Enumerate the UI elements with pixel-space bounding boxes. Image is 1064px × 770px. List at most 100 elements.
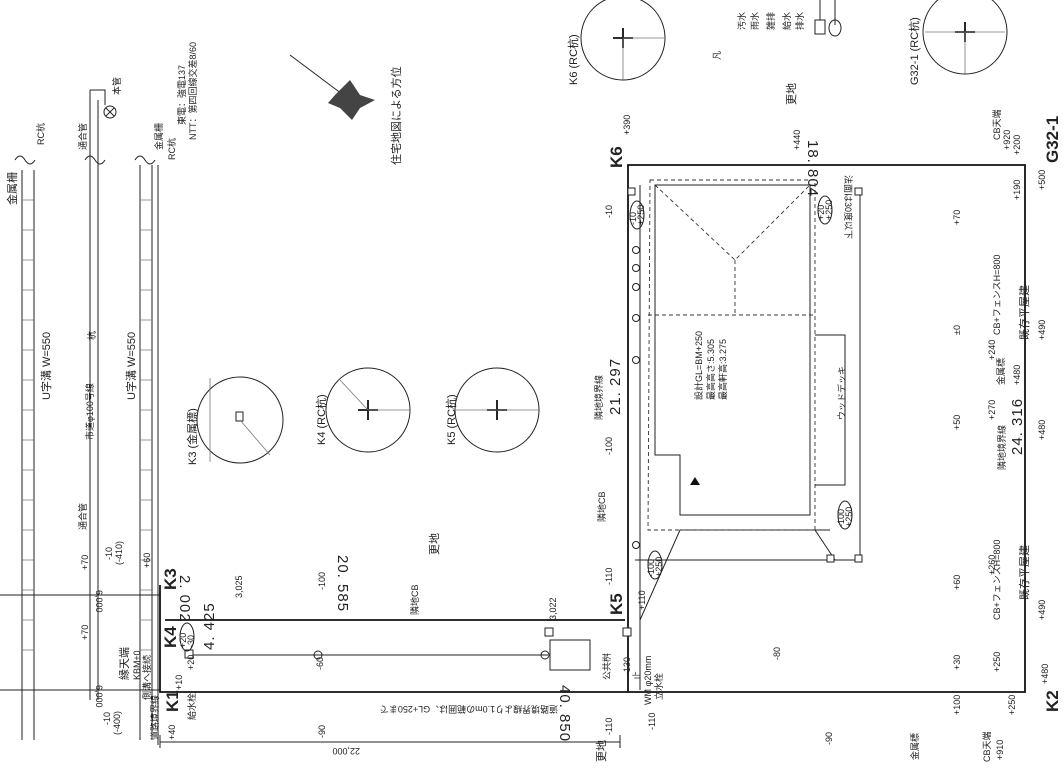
label-water-meter: WM φ20mm (643, 656, 653, 705)
dim-d2: 3,022 (548, 597, 558, 620)
oval-value: +250 (654, 557, 664, 577)
level: -10 (604, 205, 614, 218)
label-honkan: 本管 (111, 77, 122, 95)
level: +480 (1040, 664, 1050, 684)
drawing-texts: 金属柵 RC杭 通合管 本管 金属柵 RC杭 東電：強電137 NTT：第四回線… (5, 12, 1062, 762)
utility-note-2: NTT：第四回線交差8/60 (187, 42, 198, 140)
label-tsugo-kan-2: 通合管 (77, 503, 88, 530)
detail-label-k4: K4 (RC杭) (314, 394, 328, 445)
legend-item: 雨水 (749, 12, 760, 30)
level: +270 (987, 400, 997, 420)
level: +100 (952, 695, 962, 715)
building-outline (647, 179, 846, 531)
label-metal-2: 金属標 (909, 733, 920, 760)
level: -90 (317, 725, 327, 738)
oval-value: -10 (628, 212, 638, 225)
level: +70 (80, 555, 90, 570)
oval-value: +250 (636, 205, 646, 225)
dim-d1: 3,025 (234, 575, 244, 598)
label-metal: 金属標 (995, 358, 1006, 385)
legend-title: 凡 (712, 51, 722, 60)
level: ±0 (952, 325, 962, 335)
dim-road-1: 6,000 (94, 590, 104, 613)
point-k3: K3 (161, 568, 180, 590)
oval-value: +20 (816, 205, 826, 220)
label-cb: 隣地CB (596, 491, 607, 522)
point-k6: K6 (607, 146, 626, 168)
level: -110 (647, 713, 657, 730)
utility-note-1: 東電：強電137 (176, 65, 187, 125)
level: +490 (1037, 320, 1047, 340)
note-bottom: 道路境界線より1.0mの範囲は、GL+250まで (380, 704, 558, 715)
building-max-height: 最高高さ:5.305 (705, 339, 716, 400)
oval-value: +20 (178, 633, 188, 648)
dim-road-2: 6,000 (94, 685, 104, 708)
level: +480 (1012, 365, 1022, 385)
level: -110 (604, 568, 614, 585)
label-fence-1: CB+フェンスH=800 (992, 540, 1002, 620)
dim-total: 22,000 (332, 746, 360, 756)
label-vacant: 更地 (595, 740, 608, 762)
label-existing-1: 既存平屋建 (1017, 545, 1031, 600)
level: +40 (167, 725, 177, 740)
oval-value: +250 (844, 507, 854, 527)
label-existing-2: 既存平屋建 (1017, 285, 1031, 340)
label-vacant: 更地 (785, 83, 798, 105)
slope-note: 法面は30度以下 (843, 175, 854, 239)
level: +260 (987, 555, 997, 575)
level: +190 (1012, 180, 1022, 200)
level: -80 (772, 647, 782, 660)
boundary-label-right: 隣地境界線 (996, 425, 1007, 470)
level: +20 (186, 655, 196, 670)
level: +390 (622, 115, 632, 135)
level: +920 (1002, 130, 1012, 150)
level: -130 (622, 657, 632, 675)
level: +250 (992, 652, 1002, 672)
level: -90 (824, 732, 834, 745)
detail-label-g32: G32-1 (RC杭) (907, 17, 921, 85)
label-catch-basin: 公共桝 (601, 653, 612, 680)
boundary-left-length: 21. 297 (607, 358, 624, 415)
label-rc-kui-2: RC杭 (166, 138, 177, 160)
boundary-mid-length: 20. 585 (334, 555, 351, 612)
boundary-k3k4-length: 2. 002 (176, 575, 193, 623)
legend-item: 汚水 (736, 12, 747, 30)
label-u-ditch-2: U字溝 W=550 (124, 332, 138, 400)
legend-item: 雑排 (765, 12, 776, 30)
level: (-410) (114, 541, 124, 565)
label-water-main: 市道φ100号線 (84, 383, 95, 440)
building-deck: ウッドデッキ (836, 366, 847, 420)
label-kui: 杭 (86, 331, 97, 340)
level: -110 (604, 718, 614, 735)
boundary-bottom-length: 40. 850 (556, 685, 573, 742)
label-kinzokusaku: 金属柵 (5, 172, 19, 205)
level: +490 (1037, 600, 1047, 620)
detail-circles (196, 0, 1008, 464)
label-cb-2: 隣地CB (409, 584, 420, 615)
label-vacant: 更地 (428, 533, 441, 555)
level: +500 (1037, 170, 1047, 190)
boundary-label: 隣地境界線 (593, 375, 604, 420)
level: +60 (952, 575, 962, 590)
oval-value: -30 (186, 635, 196, 648)
level: +50 (952, 415, 962, 430)
detail-label-k3: K3 (金属標) (185, 408, 199, 465)
level: +200 (1012, 135, 1022, 155)
label-cb-top-2: CB天端 (991, 109, 1002, 140)
point-k4: K4 (161, 626, 180, 648)
label-gutter: 側溝へ接続 (141, 655, 152, 700)
point-k1: K1 (163, 690, 182, 712)
orientation-note: 住宅地図による方位 (389, 66, 403, 165)
boundary-k1k4-length: 4. 425 (201, 602, 218, 650)
label-kinzokusaku-2: 金属柵 (153, 123, 164, 150)
label-fence-2: CB+フェンスH=800 (992, 255, 1002, 335)
level: -60 (315, 657, 325, 670)
level: +110 (637, 590, 647, 610)
legend-item: 給水 (781, 12, 792, 30)
site-boundaries (159, 164, 1026, 748)
level: +910 (995, 740, 1005, 760)
level: +70 (952, 210, 962, 225)
legend-symbols (814, 0, 842, 37)
left-road-lines (0, 89, 160, 745)
level: +250 (1007, 695, 1017, 715)
